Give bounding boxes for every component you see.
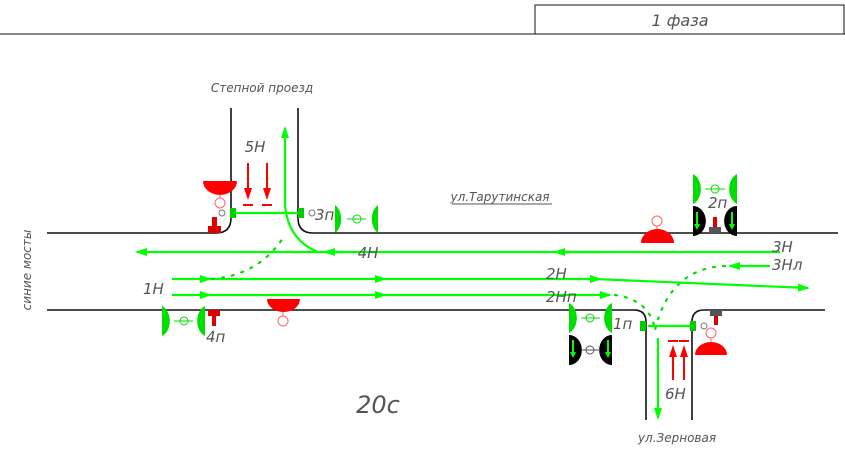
label-signal-4p: 4п (206, 328, 226, 346)
street-label-main: ул.Тарутинская (449, 190, 549, 204)
street-label-north: Степной проезд (211, 81, 313, 95)
green-signal-4p (162, 306, 205, 336)
movement-4h (135, 126, 780, 256)
red-signal-south (695, 310, 727, 355)
red-signal-main-top (641, 215, 674, 243)
label-signal-2p: 2п (708, 194, 728, 212)
phase-title: 1 фаза (651, 11, 708, 30)
label-1h: 1Н (143, 280, 164, 298)
red-signal-main-bottom (208, 299, 300, 327)
crosswalk-north (218, 208, 316, 218)
label-2h: 2Н (546, 265, 567, 283)
pedestrian-stop-5h (243, 163, 272, 206)
green-signal-3p (335, 205, 378, 233)
title-frame: 1 фаза (0, 4, 845, 35)
phase-duration: 20с (356, 391, 400, 419)
label-signal-3p: 3п (315, 206, 335, 224)
label-2hp: 2Нп (546, 288, 577, 306)
green-signal-1p (569, 303, 612, 365)
label-signal-1p: 1п (613, 315, 633, 333)
label-6h: 6Н (665, 385, 686, 403)
label-3h: 3Н (772, 238, 793, 256)
movement-2hp (172, 291, 657, 332)
street-label-west: синие мосты (20, 230, 34, 311)
movement-1h-2h (172, 233, 810, 292)
street-label-south: ул.Зерновая (637, 431, 716, 445)
movement-3hl (653, 262, 770, 332)
pedestrian-stop-6h (668, 340, 689, 380)
crosswalk-south (640, 321, 708, 331)
red-signal-north (203, 181, 237, 233)
label-5h: 5Н (245, 138, 266, 156)
label-4h: 4Н (358, 244, 379, 262)
label-3hl: 3Нл (772, 256, 803, 274)
road-edges (47, 108, 838, 420)
green-signal-2p (693, 174, 737, 236)
